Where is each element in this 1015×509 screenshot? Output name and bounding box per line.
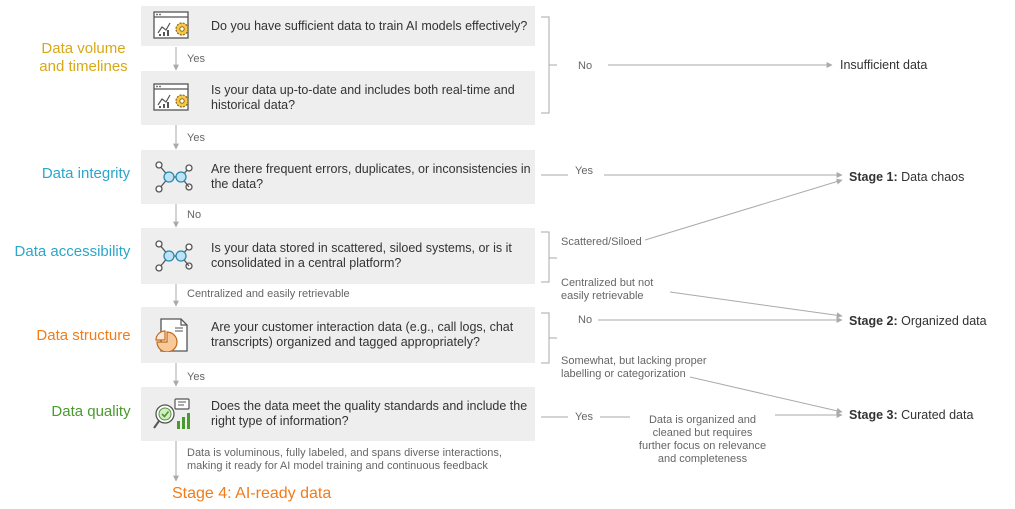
label-yes-q1: Yes (187, 53, 205, 65)
bracket-structure (541, 312, 550, 364)
label-no-volume: No (578, 60, 593, 72)
dashboard-gear-icon (151, 81, 195, 115)
question-text: Does the data meet the quality standards… (211, 399, 528, 428)
category-quality: Data quality (51, 403, 131, 420)
label-yes-quality: Yes (575, 411, 593, 423)
stage2-name: Organized data (901, 314, 987, 328)
question-box-sufficient-data: Do you have sufficient data to train AI … (141, 6, 535, 46)
stage1-prefix: Stage 1: (849, 170, 898, 184)
category-structure: Data structure (36, 327, 131, 344)
outcome-stage2: Stage 2: Organized data (849, 314, 987, 328)
arrow-somewhat-stage3 (689, 376, 843, 414)
outcome-stage1: Stage 1: Data chaos (849, 170, 964, 184)
category-accessibility: Data accessibility (14, 243, 131, 260)
label-yes-q5: Yes (187, 371, 205, 383)
question-box-organized: Are your customer interaction data (e.g.… (141, 307, 535, 363)
document-pie-icon (151, 318, 195, 353)
label-organized-note: Data is organized and cleaned but requir… (638, 414, 767, 465)
bracket-accessibility (541, 231, 550, 283)
label-yes-integrity: Yes (575, 165, 593, 177)
category-volume: Data volume and timelines (39, 40, 128, 75)
stage3-prefix: Stage 3: (849, 408, 898, 422)
label-no-q3: No (187, 209, 202, 221)
bracket-volume (541, 16, 550, 114)
dashboard-gear-icon (151, 9, 195, 43)
category-integrity: Data integrity (41, 165, 131, 182)
question-box-quality: Does the data meet the quality standards… (141, 387, 535, 441)
outcome-stage3: Stage 3: Curated data (849, 408, 973, 422)
question-box-errors: Are there frequent errors, duplicates, o… (141, 150, 535, 204)
stage2-prefix: Stage 2: (849, 314, 898, 328)
question-text: Do you have sufficient data to train AI … (211, 18, 528, 33)
label-central-not: Centralized but not easily retrievable (561, 277, 654, 302)
network-nodes-icon (151, 239, 195, 273)
label-no-structure: No (578, 314, 593, 326)
label-somewhat: Somewhat, but lacking proper labelling o… (561, 355, 707, 380)
question-box-storage: Is your data stored in scattered, siloed… (141, 228, 535, 284)
question-text: Is your data up-to-date and includes bot… (211, 83, 515, 112)
final-stage: Stage 4: AI-ready data (172, 485, 332, 502)
question-text: Is your data stored in scattered, siloed… (211, 241, 512, 270)
question-text: Are your customer interaction data (e.g.… (211, 320, 514, 349)
question-box-up-to-date: Is your data up-to-date and includes bot… (141, 71, 535, 125)
question-text: Are there frequent errors, duplicates, o… (211, 162, 531, 191)
label-central-easy: Centralized and easily retrievable (187, 288, 350, 300)
stage1-name: Data chaos (901, 170, 965, 184)
label-scattered: Scattered/Siloed (561, 236, 642, 248)
arrow-central-stage2 (669, 291, 843, 319)
outcome-insufficient: Insufficient data (840, 58, 928, 72)
stage3-name: Curated data (901, 408, 974, 422)
label-final-note: Data is voluminous, fully labeled, and s… (187, 447, 502, 472)
quality-chart-icon (151, 397, 195, 431)
label-yes-q2: Yes (187, 132, 205, 144)
arrow-scattered-stage1 (644, 178, 843, 241)
network-nodes-icon (151, 160, 195, 194)
